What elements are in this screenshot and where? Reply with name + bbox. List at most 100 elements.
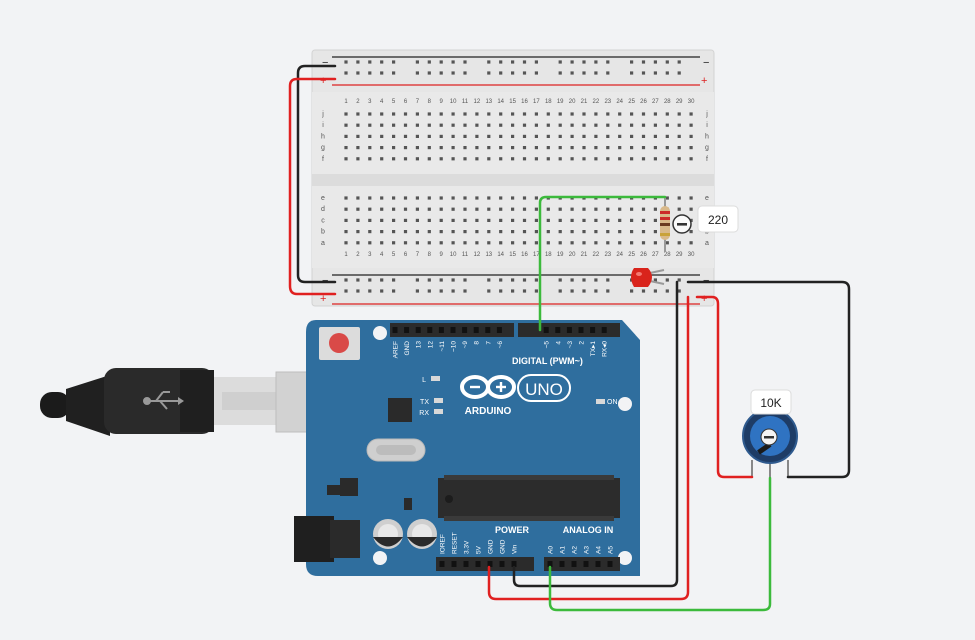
- terminal-hole[interactable]: [356, 112, 360, 116]
- rail-hole[interactable]: [415, 278, 419, 282]
- terminal-hole[interactable]: [499, 230, 503, 234]
- terminal-hole[interactable]: [451, 112, 455, 116]
- terminal-hole[interactable]: [451, 241, 455, 245]
- terminal-hole[interactable]: [487, 241, 491, 245]
- rail-hole[interactable]: [511, 71, 515, 75]
- terminal-hole[interactable]: [475, 241, 479, 245]
- terminal-hole[interactable]: [546, 146, 550, 150]
- terminal-hole[interactable]: [451, 230, 455, 234]
- rail-hole[interactable]: [380, 71, 384, 75]
- terminal-hole[interactable]: [392, 230, 396, 234]
- breadboard-holes[interactable]: [344, 60, 693, 293]
- rail-hole[interactable]: [534, 71, 538, 75]
- terminal-hole[interactable]: [653, 134, 657, 138]
- terminal-hole[interactable]: [582, 241, 586, 245]
- terminal-hole[interactable]: [665, 134, 669, 138]
- terminal-hole[interactable]: [380, 146, 384, 150]
- rail-hole[interactable]: [427, 289, 431, 293]
- header-socket[interactable]: [607, 561, 613, 567]
- terminal-hole[interactable]: [463, 207, 467, 211]
- terminal-hole[interactable]: [689, 196, 693, 200]
- terminal-hole[interactable]: [403, 123, 408, 127]
- terminal-hole[interactable]: [630, 207, 634, 211]
- terminal-hole[interactable]: [570, 146, 574, 150]
- terminal-hole[interactable]: [522, 134, 527, 138]
- rail-hole[interactable]: [451, 289, 455, 293]
- rail-hole[interactable]: [487, 289, 491, 293]
- terminal-hole[interactable]: [487, 218, 491, 222]
- terminal-hole[interactable]: [403, 218, 408, 222]
- terminal-hole[interactable]: [427, 134, 431, 138]
- terminal-hole[interactable]: [499, 196, 503, 200]
- terminal-hole[interactable]: [368, 146, 372, 150]
- terminal-hole[interactable]: [653, 241, 657, 245]
- terminal-hole[interactable]: [618, 123, 622, 127]
- rail-hole[interactable]: [356, 278, 360, 282]
- terminal-hole[interactable]: [689, 207, 693, 211]
- rail-hole[interactable]: [677, 289, 681, 293]
- terminal-hole[interactable]: [641, 207, 646, 211]
- rail-hole[interactable]: [463, 60, 467, 64]
- terminal-hole[interactable]: [499, 207, 503, 211]
- rail-hole[interactable]: [439, 71, 443, 75]
- terminal-hole[interactable]: [439, 157, 443, 161]
- terminal-hole[interactable]: [392, 112, 396, 116]
- terminal-hole[interactable]: [499, 241, 503, 245]
- terminal-hole[interactable]: [546, 112, 550, 116]
- terminal-hole[interactable]: [570, 207, 574, 211]
- header-socket[interactable]: [438, 327, 444, 333]
- terminal-hole[interactable]: [427, 146, 431, 150]
- terminal-hole[interactable]: [546, 123, 550, 127]
- terminal-hole[interactable]: [499, 123, 503, 127]
- terminal-hole[interactable]: [606, 230, 610, 234]
- rail-hole[interactable]: [380, 60, 384, 64]
- terminal-hole[interactable]: [606, 123, 610, 127]
- terminal-hole[interactable]: [511, 146, 515, 150]
- rail-hole[interactable]: [641, 60, 646, 64]
- terminal-hole[interactable]: [558, 134, 562, 138]
- terminal-hole[interactable]: [499, 134, 503, 138]
- rail-hole[interactable]: [582, 278, 586, 282]
- terminal-hole[interactable]: [427, 196, 431, 200]
- terminal-hole[interactable]: [630, 134, 634, 138]
- terminal-hole[interactable]: [534, 134, 538, 138]
- power-jack[interactable]: [294, 516, 334, 562]
- terminal-hole[interactable]: [380, 123, 384, 127]
- terminal-hole[interactable]: [534, 218, 538, 222]
- terminal-hole[interactable]: [356, 157, 360, 161]
- terminal-hole[interactable]: [356, 134, 360, 138]
- terminal-hole[interactable]: [689, 134, 693, 138]
- rail-hole[interactable]: [356, 71, 360, 75]
- header-socket[interactable]: [450, 327, 456, 333]
- rail-hole[interactable]: [356, 60, 360, 64]
- terminal-hole[interactable]: [475, 196, 479, 200]
- terminal-hole[interactable]: [403, 230, 408, 234]
- rail-hole[interactable]: [534, 60, 538, 64]
- terminal-hole[interactable]: [558, 123, 562, 127]
- header-socket[interactable]: [511, 561, 517, 567]
- terminal-hole[interactable]: [665, 157, 669, 161]
- header-socket[interactable]: [590, 327, 596, 333]
- terminal-hole[interactable]: [368, 123, 372, 127]
- terminal-hole[interactable]: [665, 241, 669, 245]
- header-socket[interactable]: [463, 561, 469, 567]
- rail-hole[interactable]: [630, 71, 634, 75]
- terminal-hole[interactable]: [689, 112, 693, 116]
- rail-hole[interactable]: [653, 289, 657, 293]
- terminal-hole[interactable]: [534, 112, 538, 116]
- terminal-hole[interactable]: [403, 241, 408, 245]
- terminal-hole[interactable]: [427, 112, 431, 116]
- rail-hole[interactable]: [344, 289, 348, 293]
- terminal-hole[interactable]: [380, 230, 384, 234]
- terminal-hole[interactable]: [356, 241, 360, 245]
- terminal-hole[interactable]: [439, 112, 443, 116]
- terminal-hole[interactable]: [546, 241, 550, 245]
- header-socket[interactable]: [451, 561, 457, 567]
- rail-hole[interactable]: [344, 71, 348, 75]
- terminal-hole[interactable]: [356, 218, 360, 222]
- terminal-hole[interactable]: [582, 134, 586, 138]
- terminal-hole[interactable]: [534, 207, 538, 211]
- terminal-hole[interactable]: [511, 134, 515, 138]
- header-socket[interactable]: [499, 561, 505, 567]
- rail-hole[interactable]: [665, 289, 669, 293]
